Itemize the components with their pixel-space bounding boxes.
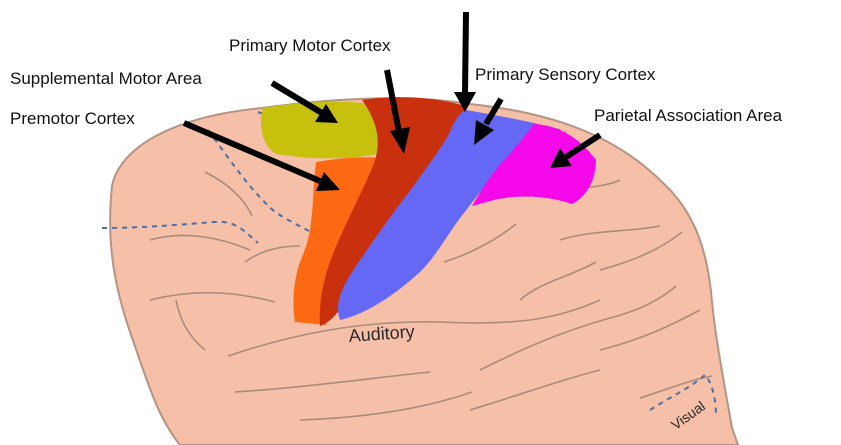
primary-sensory-cortex-label: Primary Sensory Cortex (475, 66, 655, 83)
arrow-top (465, 12, 466, 94)
supplemental-motor-area-label: Supplemental Motor Area (10, 70, 202, 87)
premotor-cortex-label: Premotor Cortex (10, 110, 135, 127)
primary-motor-cortex-label: Primary Motor Cortex (229, 37, 391, 54)
parietal-association-area-label: Parietal Association Area (594, 107, 782, 124)
